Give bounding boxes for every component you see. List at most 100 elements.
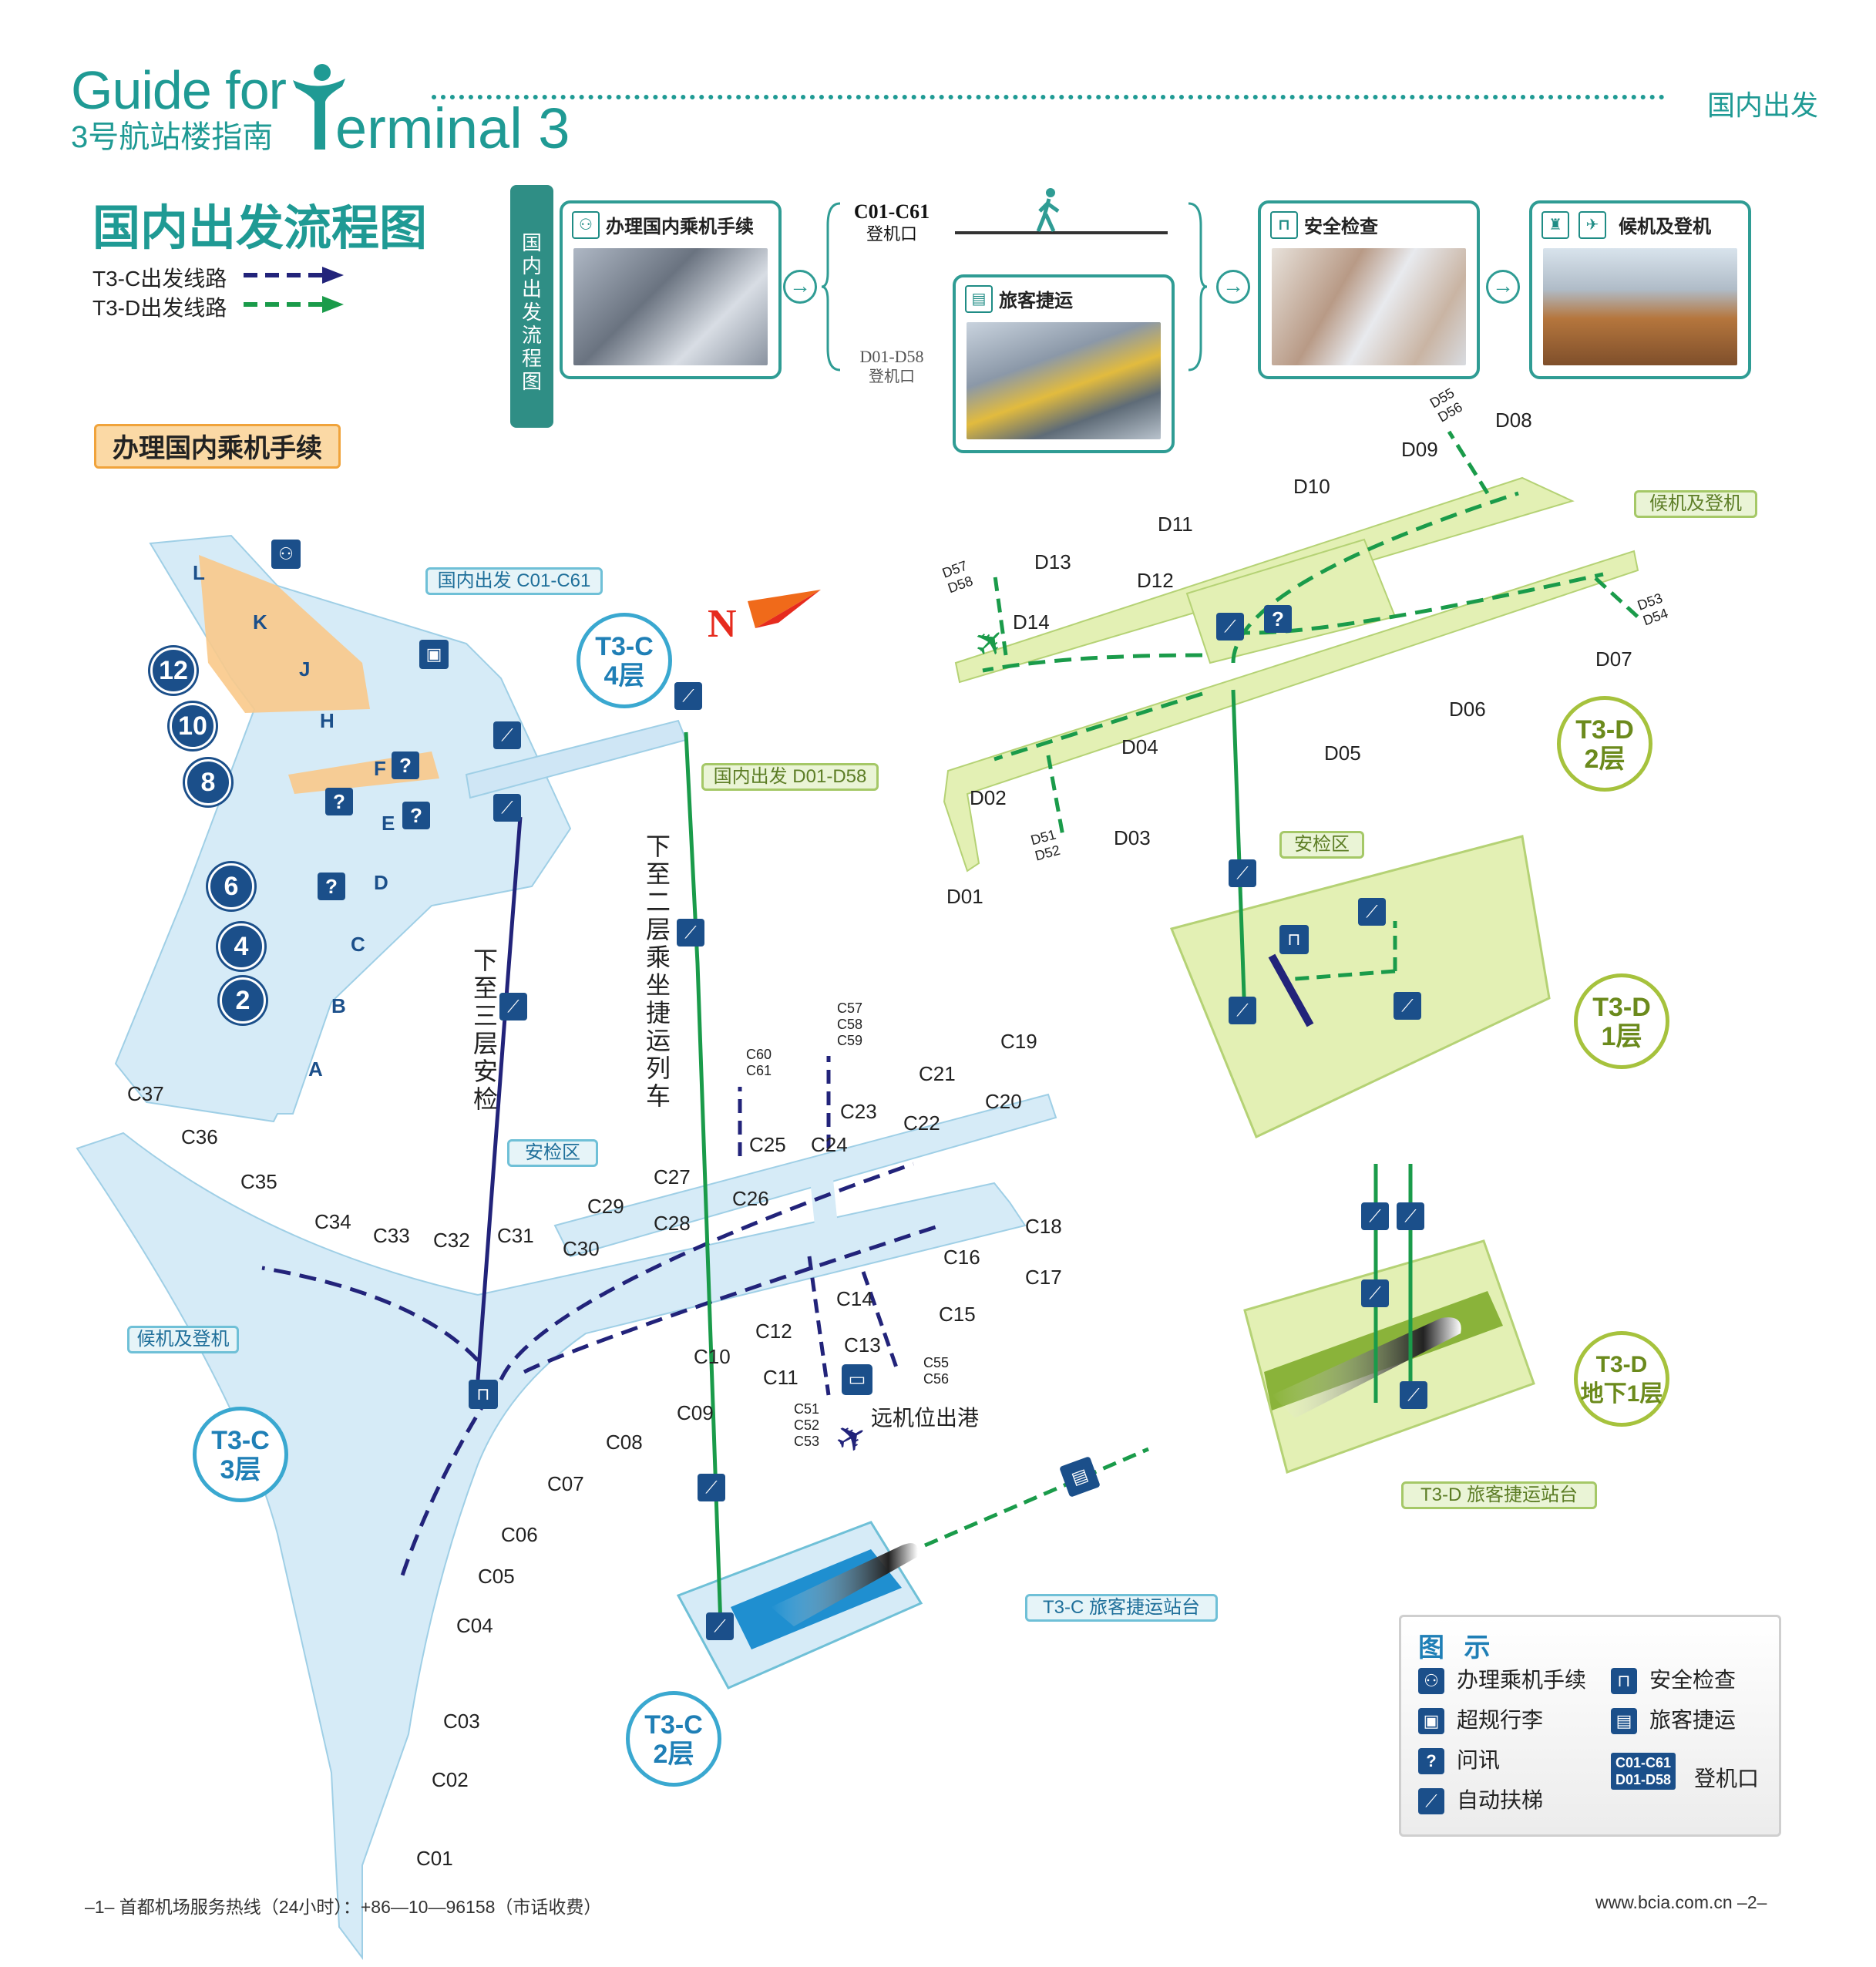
- hotline-text: 首都机场服务热线（24小时）：+86—10—96158（市话收费）: [119, 1897, 602, 1917]
- checkin-legend-icon: ⚇: [1418, 1668, 1444, 1694]
- gate-C53: C53: [794, 1434, 820, 1449]
- gate-C10: C10: [694, 1345, 731, 1368]
- escalator-icon: ⟋: [499, 993, 527, 1020]
- escalator-icon: ⟋: [706, 1612, 734, 1640]
- gate-D14: D14: [1013, 610, 1050, 634]
- t3d2-line2: 2层: [1584, 745, 1626, 774]
- island-K: K: [253, 610, 267, 634]
- legend-apm-label: 旅客捷运: [1649, 1708, 1736, 1732]
- flow-checkin-label: 办理国内乘机手续: [606, 217, 754, 237]
- island-F: F: [374, 757, 386, 780]
- island-J: J: [299, 657, 311, 681]
- door-10: 10: [170, 703, 216, 749]
- t3d1-line1: T3-D: [1592, 993, 1651, 1022]
- flow-apm-label: 旅客捷运: [999, 291, 1073, 311]
- flow-card-apm: ▤旅客捷运: [953, 274, 1175, 453]
- island-L: L: [193, 561, 205, 584]
- gate-C04: C04: [456, 1614, 493, 1637]
- legend-info: ?问讯: [1418, 1747, 1500, 1774]
- terminal-text: erminal 3: [335, 96, 570, 160]
- header-dotted-line: [432, 95, 1665, 99]
- down-to-3-text: 下至三层安检: [472, 947, 498, 1113]
- gate-D01: D01: [946, 885, 983, 908]
- gate-C20: C20: [985, 1090, 1022, 1113]
- gate-C19: C19: [1000, 1030, 1037, 1053]
- island-E: E: [382, 812, 395, 835]
- info-icon: ?: [1264, 605, 1292, 633]
- island-B: B: [331, 994, 346, 1017]
- door-6: 6: [208, 863, 254, 910]
- boarding-c-label: 候机及登机: [127, 1326, 239, 1353]
- gate-D08: D08: [1495, 409, 1532, 432]
- t3d-2f-concourse: [943, 476, 1639, 873]
- t3c4-line2: 4层: [603, 661, 645, 691]
- escalator-icon: ⟋: [1358, 898, 1386, 926]
- t3c3-line2: 3层: [220, 1455, 261, 1484]
- legend-title: 图 示: [1418, 1633, 1497, 1663]
- security-map-icon: ⊓: [469, 1380, 498, 1409]
- remote-stand-text: 远机位出港: [871, 1406, 980, 1430]
- gate-C07: C07: [547, 1472, 584, 1495]
- gate-C28: C28: [654, 1212, 691, 1235]
- flow-gates-c-code: C01-C61: [853, 200, 930, 223]
- gate-C29: C29: [587, 1195, 624, 1218]
- security-c-label: 安检区: [507, 1139, 598, 1167]
- north-arrow-icon: [748, 590, 821, 628]
- door-12: 12: [150, 647, 197, 694]
- gate-D05: D05: [1324, 741, 1361, 765]
- t3c-train-icon: [771, 1543, 918, 1626]
- route-t3c-label: T3-C出发线路: [92, 267, 227, 291]
- legend-apm: ▤旅客捷运: [1611, 1706, 1736, 1734]
- legend-security: ⊓安全检查: [1611, 1666, 1736, 1694]
- t3c2-line2: 2层: [653, 1740, 694, 1769]
- legend-gate-label: 登机口: [1694, 1767, 1760, 1790]
- door-2: 2: [220, 977, 266, 1024]
- door-4: 4: [218, 923, 264, 970]
- island-D: D: [374, 871, 388, 894]
- flow-boarding-label: 候机及登机: [1619, 217, 1711, 237]
- gate-C61: C61: [746, 1063, 772, 1078]
- flow-brace-right: [1188, 202, 1208, 372]
- website-link[interactable]: www.bcia.com.cn: [1595, 1892, 1733, 1912]
- security-icon: ⊓: [1270, 211, 1298, 239]
- flow-arrow-1-icon: →: [783, 270, 817, 304]
- legend-info-label: 问讯: [1457, 1748, 1501, 1772]
- route-t3d-label: T3-D出发线路: [92, 296, 227, 320]
- gate-D03: D03: [1114, 826, 1151, 849]
- legend-baggage: ▣超规行李: [1418, 1706, 1543, 1734]
- island-A: A: [308, 1057, 323, 1081]
- gate-D04: D04: [1121, 735, 1158, 758]
- guide-for-text: Guide for: [71, 60, 287, 120]
- gate-C36: C36: [181, 1125, 218, 1148]
- gate-C03: C03: [443, 1710, 480, 1733]
- gate-D12: D12: [1137, 569, 1174, 592]
- flow-arrow-2-icon: →: [1216, 270, 1250, 304]
- gate-C18: C18: [1025, 1215, 1062, 1238]
- gate-C21: C21: [919, 1062, 956, 1085]
- gate-C17: C17: [1025, 1266, 1062, 1289]
- t3d-train-icon: [1272, 1317, 1461, 1418]
- gate-C31: C31: [497, 1224, 534, 1247]
- security-legend-icon: ⊓: [1611, 1668, 1637, 1694]
- legend-escalator: ⟋自动扶梯: [1418, 1787, 1543, 1814]
- legend-checkin: ⚇办理乘机手续: [1418, 1666, 1586, 1694]
- gate-C59: C59: [837, 1033, 863, 1048]
- gate-C12: C12: [755, 1320, 792, 1343]
- checkin-islands-orange: [199, 555, 370, 713]
- flow-sidebar-text: 国内出发流程图: [521, 231, 542, 393]
- gate-C25: C25: [749, 1133, 786, 1156]
- apm-c-platform-label: T3-C 旅客捷运站台: [1025, 1594, 1218, 1622]
- gate-D06: D06: [1449, 698, 1486, 721]
- route-t3c-west: [261, 1266, 479, 1362]
- gate-C55: C55: [923, 1355, 950, 1370]
- gate-C02: C02: [432, 1768, 469, 1791]
